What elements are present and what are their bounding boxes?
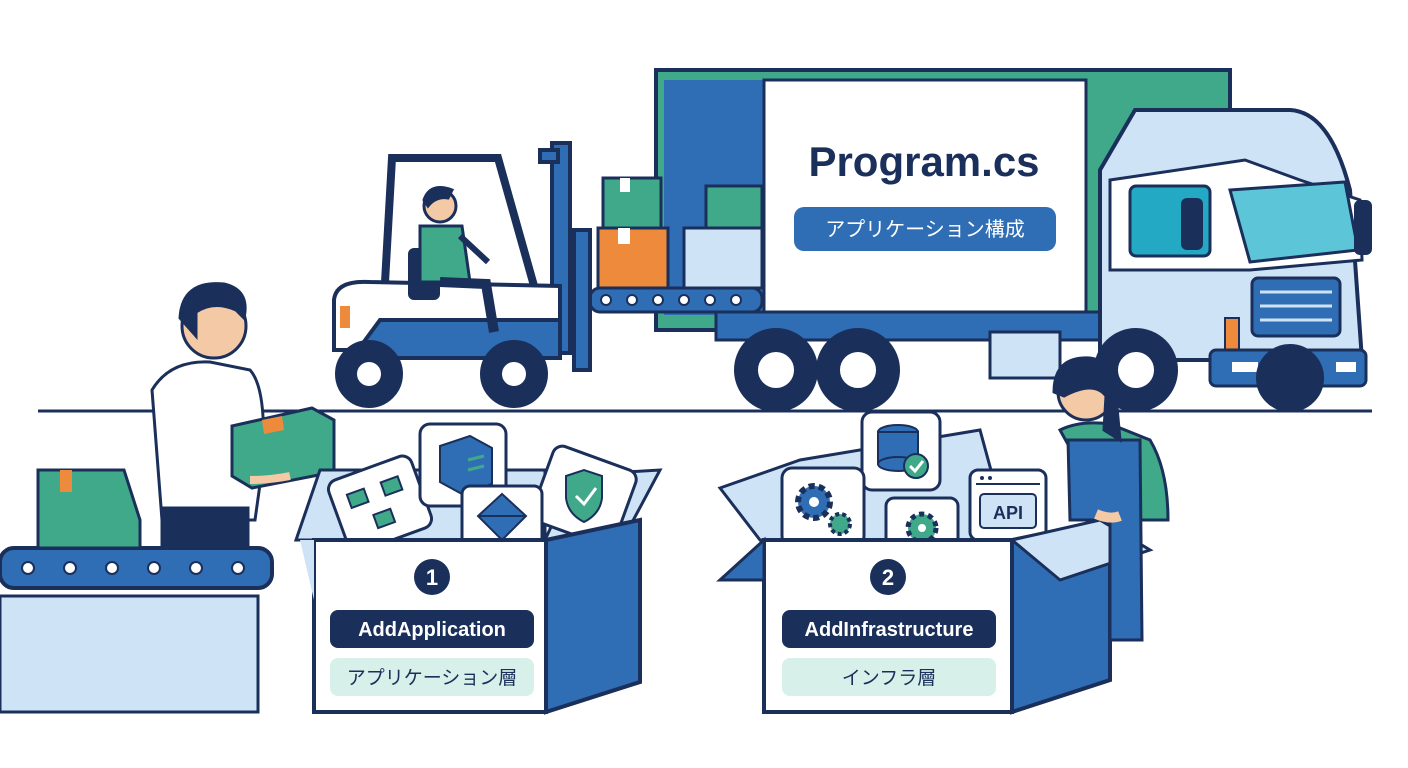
- left-conveyor: [0, 468, 274, 714]
- box-2-number-badge: [870, 559, 906, 595]
- box-1-layer-badge: [330, 658, 534, 696]
- box-1-layer: アプリケーション層: [347, 667, 518, 689]
- api-label: API: [993, 503, 1023, 523]
- database-check-icon: [860, 410, 942, 492]
- gear-icon: [884, 496, 960, 550]
- truck-sign-panel: [762, 78, 1088, 314]
- cargo-boxes: [596, 176, 764, 290]
- forklift-driver: [418, 186, 499, 333]
- box-2-layer: インフラ層: [842, 667, 936, 689]
- api-window-icon: API: [968, 468, 1048, 542]
- box-2-layer-badge: [782, 658, 996, 696]
- box-1-number-badge: [414, 559, 450, 595]
- truck: Program.cs アプリケーション構成: [654, 68, 1372, 412]
- male-worker: [150, 282, 336, 550]
- box-1-method-badge: [330, 610, 534, 648]
- truck-subtitle-badge: [794, 207, 1056, 251]
- box-application: 1 AddApplication アプリケーション層: [293, 422, 663, 715]
- truck-subtitle: アプリケーション構成: [825, 217, 1025, 241]
- diamond-icon: [460, 484, 544, 548]
- box-2-method: AddInfrastructure: [805, 619, 974, 641]
- female-worker: [1052, 356, 1170, 642]
- box-1-number: 1: [426, 565, 438, 590]
- box-2-number: 2: [882, 565, 894, 590]
- forklift: [332, 141, 592, 408]
- box-infrastructure: API 2 AddInfrastructure インフラ層: [716, 410, 1154, 715]
- box-1-method: AddApplication: [358, 619, 506, 641]
- gears-icon: [780, 466, 866, 548]
- side-mirror: [1181, 198, 1203, 250]
- flowchart-icon: [326, 454, 434, 554]
- cube-document-icon: [418, 422, 508, 508]
- cab-windshield: [1228, 180, 1360, 264]
- box-2-method-badge: [782, 610, 996, 648]
- truck-title: Program.cs: [808, 138, 1039, 185]
